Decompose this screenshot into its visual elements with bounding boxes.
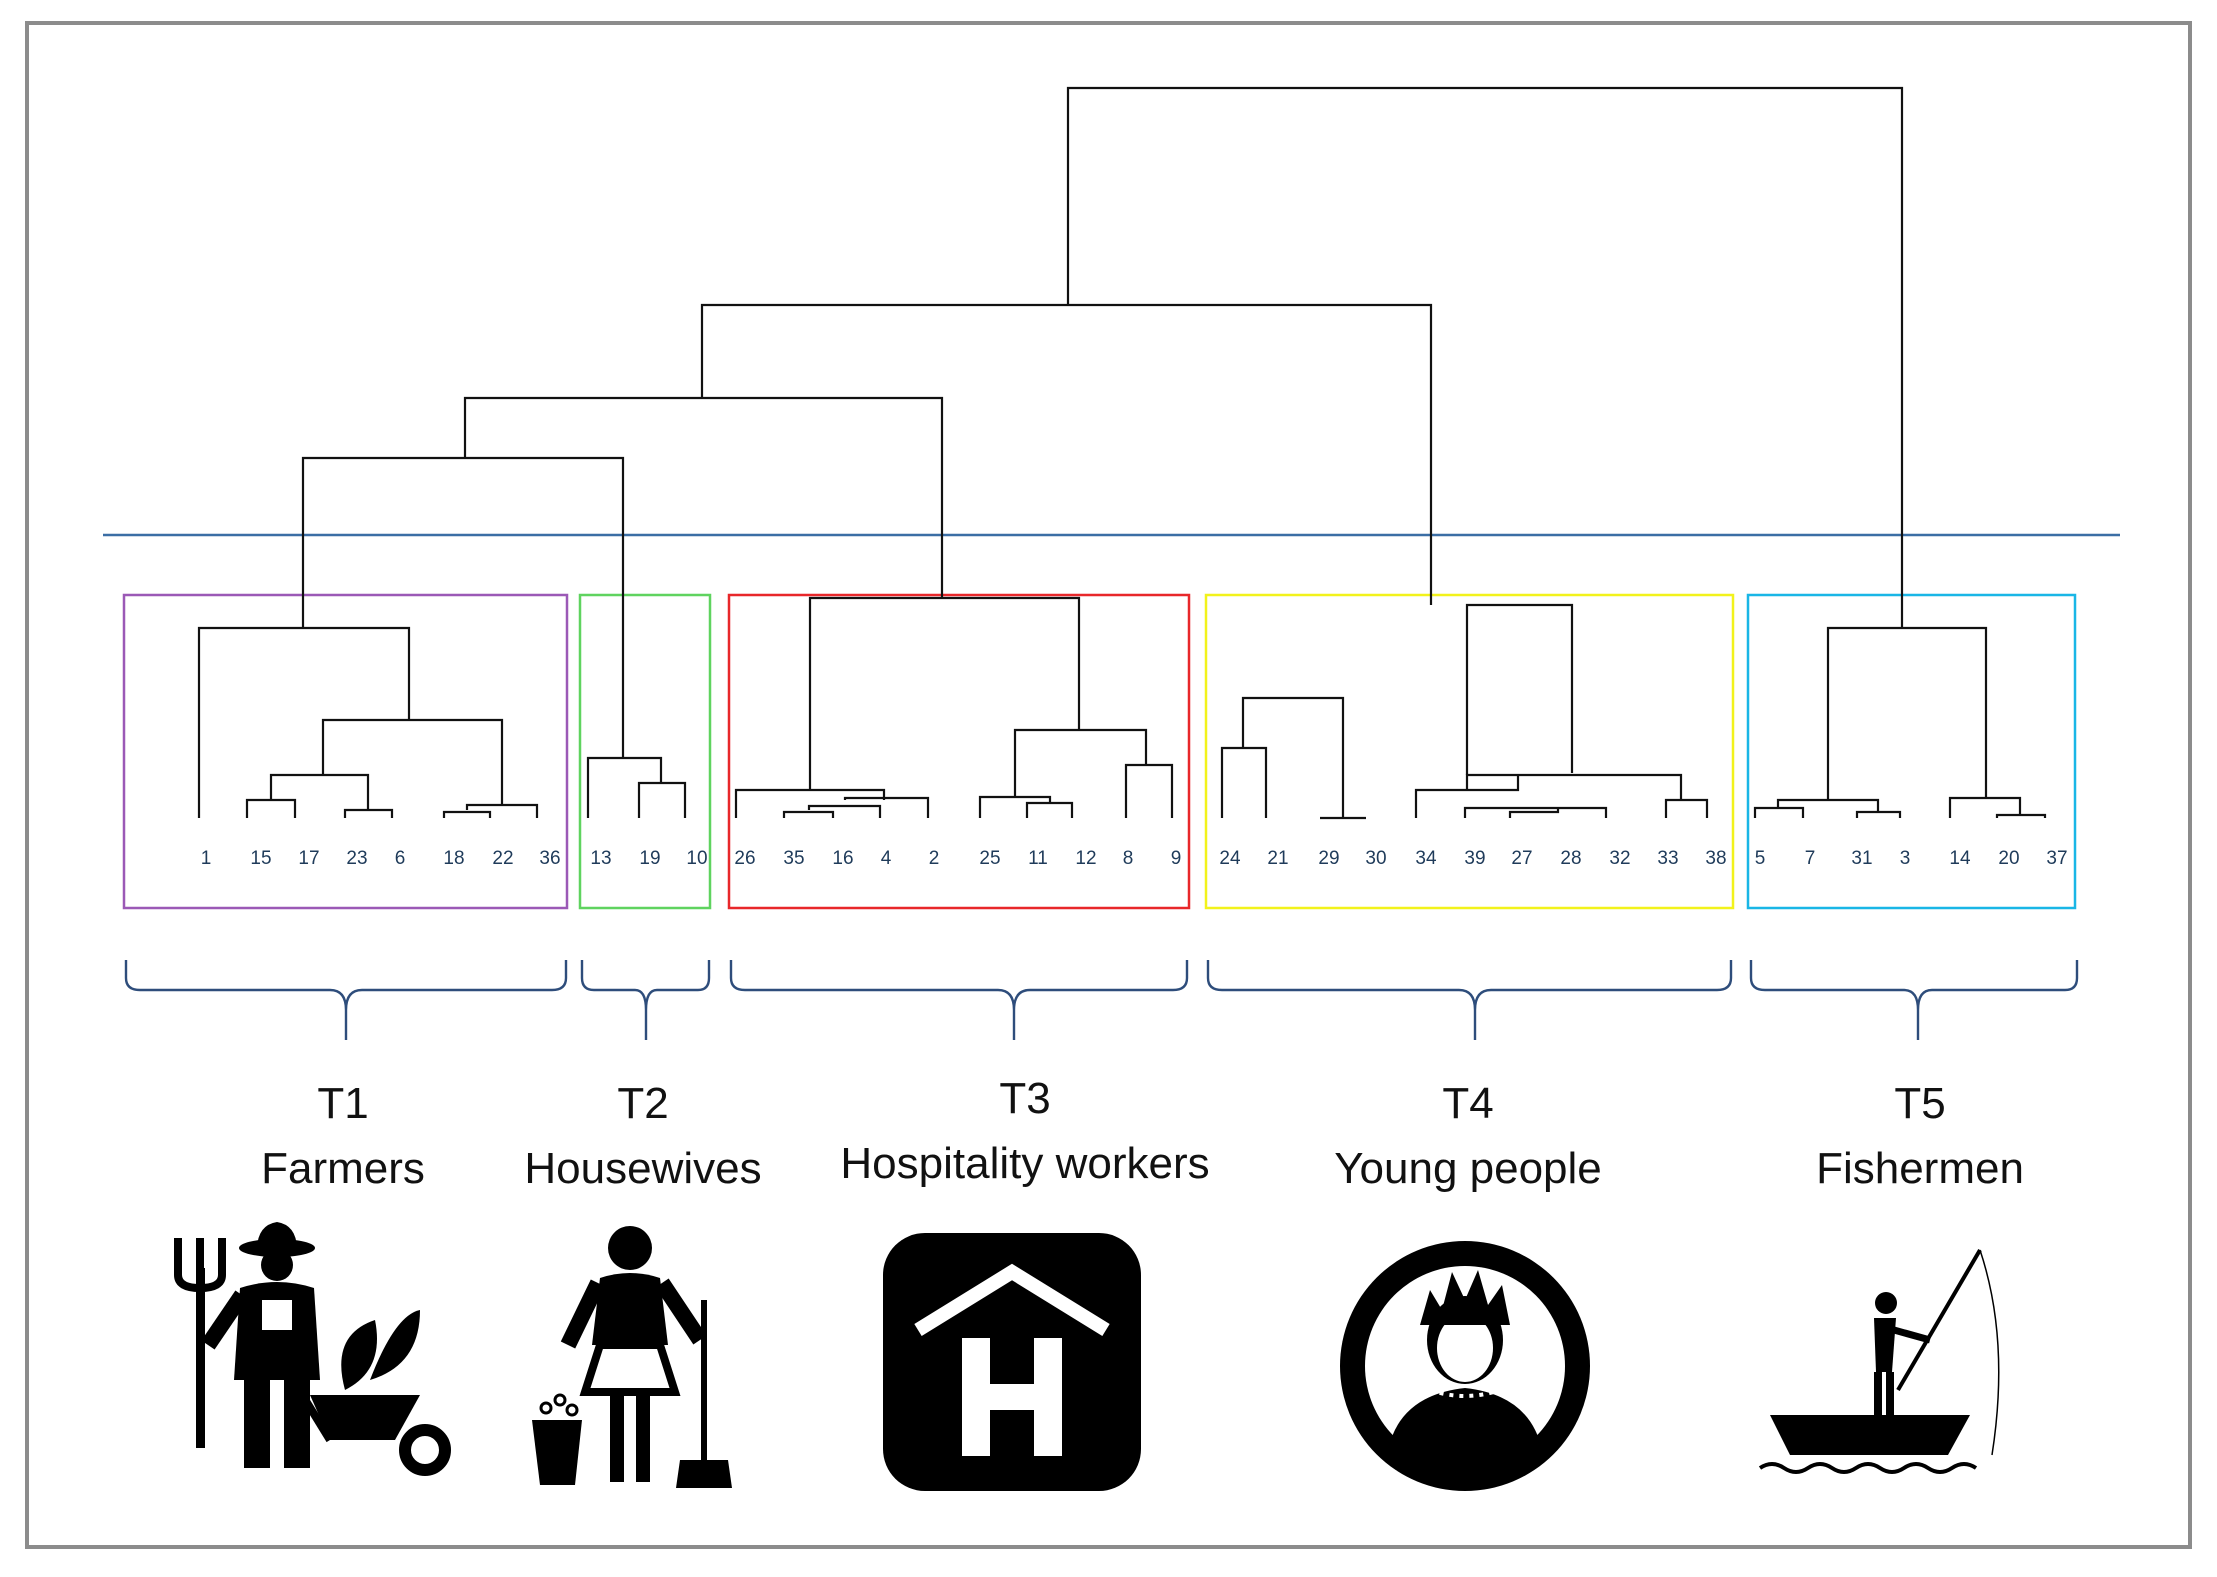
- leaf-label: 33: [1657, 848, 1678, 869]
- cluster-code-t1: T1: [317, 1079, 368, 1128]
- cluster-name-t4: Young people: [1334, 1144, 1602, 1193]
- leaf-label: 3: [1900, 848, 1911, 869]
- leaf-label: 9: [1171, 848, 1182, 869]
- cluster-code-t4: T4: [1442, 1079, 1493, 1128]
- leaf-label: 14: [1949, 848, 1971, 869]
- leaf-label: 32: [1609, 848, 1630, 869]
- leaf-label: 37: [2046, 848, 2067, 869]
- leaf-label: 18: [443, 848, 464, 869]
- brace-t5: [1749, 960, 2079, 1040]
- leaf-label: 12: [1075, 848, 1096, 869]
- cluster-name-t5: Fishermen: [1816, 1144, 2024, 1193]
- cluster-titles: T1 Farmers T2 Housewives T3 Hospitality …: [261, 1074, 2024, 1193]
- leaf-label: 10: [686, 848, 707, 869]
- leaf-label: 2: [929, 848, 940, 869]
- brace-t1: [124, 960, 568, 1040]
- cluster-code-t5: T5: [1894, 1079, 1945, 1128]
- leaf-label: 22: [492, 848, 513, 869]
- leaf-label: 8: [1123, 848, 1134, 869]
- cluster-box-t5: [1746, 593, 2077, 910]
- leaf-label: 27: [1511, 848, 1532, 869]
- leaf-label: 30: [1365, 848, 1386, 869]
- leaf-label: 38: [1705, 848, 1726, 869]
- cluster-braces: [124, 960, 2079, 1040]
- cluster-box-t3: [727, 593, 1191, 910]
- leaf-label: 11: [1028, 848, 1048, 869]
- cluster-name-t2: Housewives: [524, 1144, 761, 1193]
- leaf-label: 20: [1998, 848, 2019, 869]
- dendrogram-links: [197, 86, 2047, 820]
- leaf-label: 24: [1219, 848, 1241, 869]
- leaf-label: 13: [590, 848, 611, 869]
- cluster-code-t2: T2: [617, 1079, 668, 1128]
- young-person-icon: [1340, 1241, 1590, 1491]
- leaf-label: 28: [1560, 848, 1581, 869]
- leaf-label: 6: [395, 848, 406, 869]
- brace-t3: [729, 960, 1189, 1040]
- cluster-box-t2: [578, 593, 712, 910]
- leaf-label: 15: [250, 848, 271, 869]
- leaf-label: 35: [783, 848, 804, 869]
- leaf-label: 31: [1851, 848, 1872, 869]
- hotel-icon: [883, 1233, 1141, 1491]
- leaf-label: 17: [298, 848, 319, 869]
- leaf-label: 34: [1415, 848, 1437, 869]
- housewife-icon: [532, 1226, 732, 1488]
- leaf-label: 25: [979, 848, 1000, 869]
- leaf-label: 26: [734, 848, 755, 869]
- cluster-name-t3: Hospitality workers: [840, 1139, 1209, 1188]
- cluster-box-t4: [1204, 593, 1735, 910]
- farmer-icon: [174, 1222, 451, 1476]
- leaf-labels: 1 15 17 23 6 18 22 36 13 19 10 26 35 16 …: [201, 848, 2068, 869]
- fisherman-icon: [1758, 1248, 2000, 1474]
- cluster-name-t1: Farmers: [261, 1144, 425, 1193]
- brace-t2: [580, 960, 711, 1040]
- leaf-label: 39: [1464, 848, 1485, 869]
- leaf-label: 19: [639, 848, 660, 869]
- leaf-label: 23: [346, 848, 367, 869]
- leaf-label: 16: [832, 848, 853, 869]
- leaf-label: 4: [881, 848, 892, 869]
- cluster-code-t3: T3: [999, 1074, 1050, 1123]
- cluster-box-t1: [122, 593, 569, 910]
- leaf-label: 1: [201, 848, 212, 869]
- brace-t4: [1206, 960, 1733, 1040]
- leaf-label: 36: [539, 848, 560, 869]
- leaf-label: 5: [1755, 848, 1766, 869]
- leaf-label: 29: [1318, 848, 1339, 869]
- leaf-label: 7: [1805, 848, 1816, 869]
- leaf-label: 21: [1267, 848, 1288, 869]
